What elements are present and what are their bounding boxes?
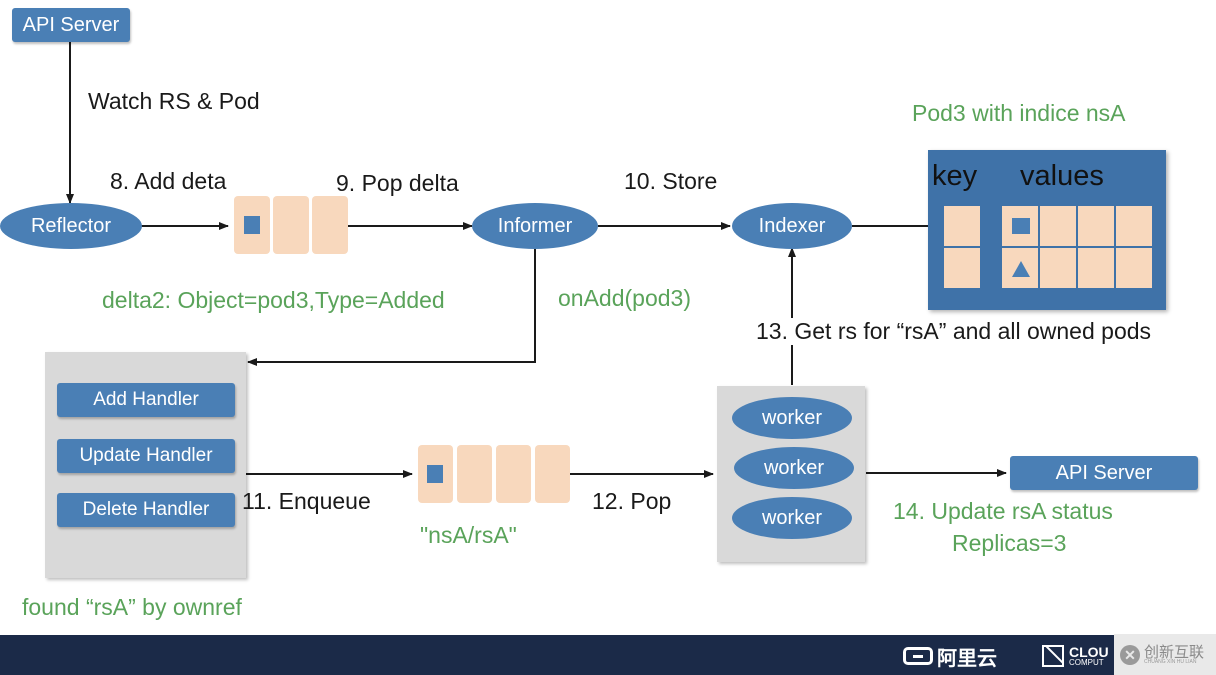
watermark-text: 创新互联	[1144, 642, 1205, 661]
watermark: ✕ 创新互联 CHUANG XIN HU LIAN	[1114, 634, 1216, 675]
key-cell	[944, 248, 980, 288]
index-table: key values	[928, 150, 1166, 310]
values-header: values	[1020, 160, 1104, 192]
value-cell	[1116, 248, 1152, 288]
pop-delta-label: 9. Pop delta	[336, 170, 459, 196]
add-delta-label: 8. Add deta	[110, 168, 227, 194]
found-ownref-label: found “rsA” by ownref	[22, 594, 242, 620]
square-icon	[1012, 218, 1030, 234]
add-handler-button[interactable]: Add Handler	[57, 383, 235, 417]
delta2-label: delta2: Object=pod3,Type=Added	[102, 287, 445, 313]
delta-fifo-queue	[234, 196, 348, 254]
replicas-label: Replicas=3	[952, 530, 1067, 556]
cloud-brand-text: CLOU	[1069, 644, 1109, 660]
value-cell	[1078, 206, 1114, 246]
api-server-bottom-node: API Server	[1010, 456, 1198, 490]
index-table-title: Pod3 with indice nsA	[912, 100, 1126, 126]
store-label: 10. Store	[624, 168, 718, 194]
indexer-node: Indexer	[732, 203, 852, 249]
cloud-brand-subtext: COMPUT	[1069, 658, 1104, 667]
work-queue-cell	[535, 445, 570, 503]
delete-handler-button[interactable]: Delete Handler	[57, 493, 235, 527]
workers-panel: worker worker worker	[717, 386, 865, 562]
value-cell	[1078, 248, 1114, 288]
footer-bar: 阿里云 CLOU COMPUT	[0, 635, 1216, 675]
watch-label: Watch RS & Pod	[88, 88, 260, 114]
update-handler-button[interactable]: Update Handler	[57, 439, 235, 473]
key-header: key	[932, 160, 978, 192]
arrow-informer-to-handlers	[247, 248, 536, 366]
api-server-top-node: API Server	[12, 8, 130, 42]
delta-item-square	[244, 216, 260, 234]
work-queue	[418, 445, 570, 503]
triangle-icon	[1012, 261, 1030, 277]
handlers-panel: Add Handler Update Handler Delete Handle…	[45, 352, 246, 578]
informer-node: Informer	[472, 203, 598, 249]
watermark-subtext: CHUANG XIN HU LIAN	[1144, 658, 1197, 665]
reflector-node: Reflector	[0, 203, 142, 249]
aliyun-logo: 阿里云	[903, 644, 997, 670]
cloud-box-icon	[1042, 645, 1064, 667]
delta-queue-cell	[312, 196, 348, 254]
work-queue-cell	[457, 445, 492, 503]
queue-key-label: "nsA/rsA"	[420, 522, 517, 548]
on-add-label: onAdd(pod3)	[558, 285, 691, 311]
value-cell	[1040, 206, 1076, 246]
delta-queue-cell	[273, 196, 309, 254]
aliyun-logo-icon	[903, 647, 933, 665]
get-rs-label: 13. Get rs for “rsA” and all owned pods	[756, 318, 1152, 345]
pop-label: 12. Pop	[592, 488, 672, 514]
aliyun-brand-text: 阿里云	[937, 645, 997, 670]
enqueue-label: 11. Enqueue	[242, 488, 371, 514]
value-cell	[1116, 206, 1152, 246]
watermark-logo-icon: ✕	[1120, 644, 1140, 665]
cloud-computing-logo: CLOU COMPUT	[1042, 643, 1109, 669]
work-item-square	[427, 465, 443, 483]
worker-node: worker	[734, 447, 854, 489]
worker-node: worker	[732, 397, 852, 439]
work-queue-cell	[496, 445, 531, 503]
key-cell	[944, 206, 980, 246]
update-status-label: 14. Update rsA status	[893, 498, 1113, 524]
value-cell	[1040, 248, 1076, 288]
worker-node: worker	[732, 497, 852, 539]
